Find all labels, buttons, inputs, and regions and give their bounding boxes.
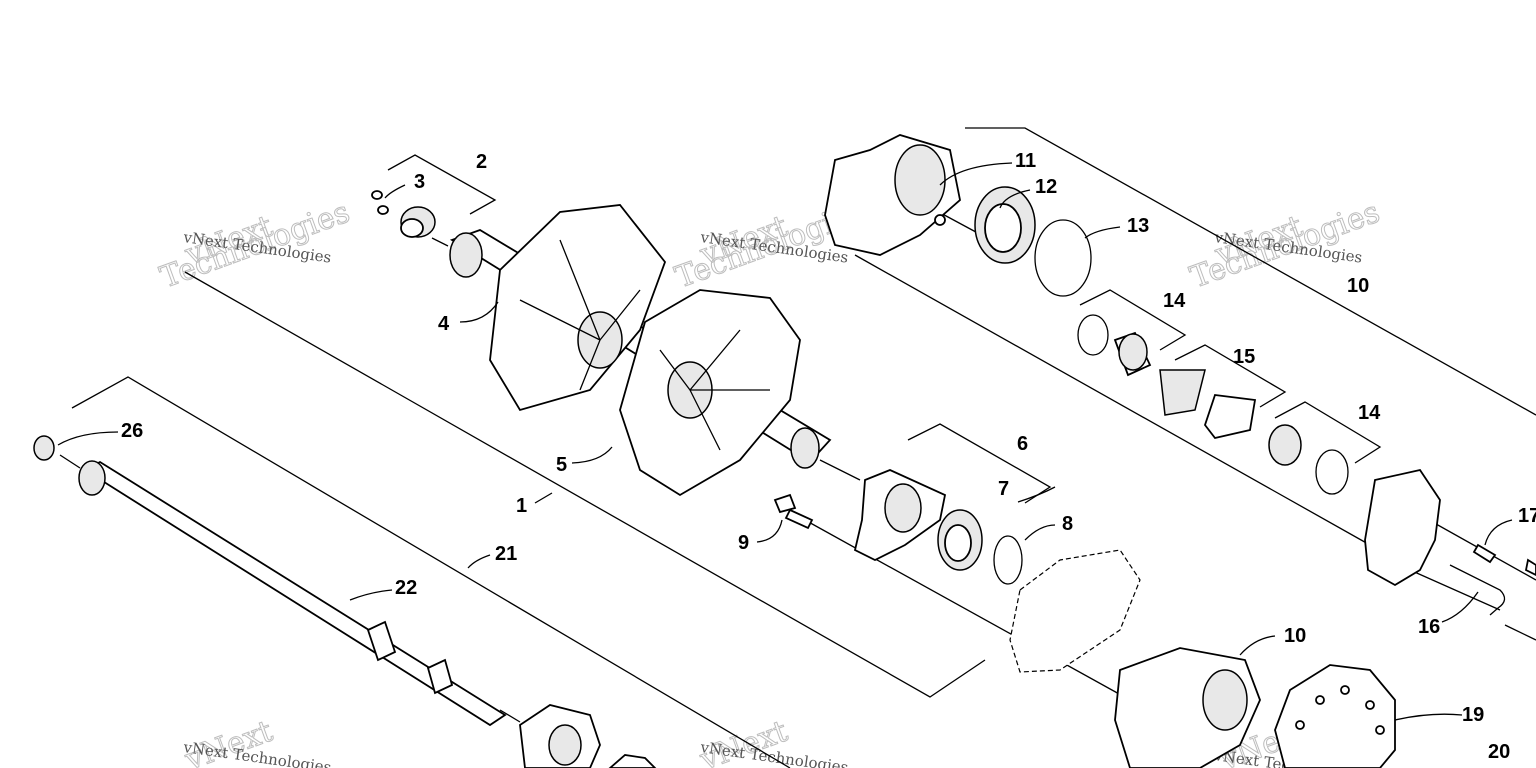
callout-7: 7 <box>998 478 1009 500</box>
callout-10-top: 10 <box>1347 275 1369 297</box>
part-8-ring <box>993 535 1023 585</box>
part-14-spacer-a <box>1077 314 1152 377</box>
callout-3: 3 <box>414 171 425 193</box>
part-15-brake-pads <box>1159 369 1257 440</box>
part-17-bleeder <box>1472 543 1536 577</box>
callout-8: 8 <box>1062 513 1073 535</box>
part-9-bolt <box>773 493 814 530</box>
part-19-brake-disc <box>1274 664 1396 768</box>
callout-9: 9 <box>738 532 749 554</box>
callout-11: 11 <box>1015 150 1036 172</box>
callout-1: 1 <box>516 495 527 517</box>
part-18-bolt <box>1504 624 1536 641</box>
part-5-sprockets <box>489 204 801 497</box>
callout-14-top: 14 <box>1163 290 1186 312</box>
part-13-snap-ring <box>1034 219 1092 297</box>
callout-21: 21 <box>495 543 517 565</box>
part-10-housing-top <box>824 134 961 256</box>
leader-lines <box>57 162 1513 721</box>
callout-20: 20 <box>1488 741 1510 763</box>
part-10-caliper-right <box>1364 468 1441 587</box>
watermark-1: vNext Technologies vNext Technologies <box>155 194 355 296</box>
callout-16: 16 <box>1418 616 1440 638</box>
part-7-seal <box>937 509 983 571</box>
part-22-axle-shaft <box>78 460 507 727</box>
callouts: 2 3 4 5 1 11 12 13 10 14 15 14 6 7 8 9 1… <box>121 150 1536 763</box>
callout-15: 15 <box>1233 346 1255 368</box>
callout-17: 17 <box>1518 505 1536 527</box>
callout-4: 4 <box>438 313 450 335</box>
part-16-clip <box>1449 564 1506 616</box>
part-3-pins <box>371 190 389 215</box>
callout-22: 22 <box>395 577 417 599</box>
callout-13: 13 <box>1127 215 1149 237</box>
part-14-spacer-b <box>1268 424 1349 495</box>
bracket-lines <box>71 127 1536 768</box>
part-12-bearing <box>974 186 1036 264</box>
callout-5: 5 <box>556 454 567 476</box>
part-6-flange-plate <box>853 469 947 562</box>
callout-12: 12 <box>1035 176 1057 198</box>
callout-14-lower: 14 <box>1358 402 1381 424</box>
part-21-housing-partial <box>519 704 657 768</box>
gasket-outline <box>1009 549 1141 673</box>
callout-19: 19 <box>1462 704 1484 726</box>
part-26-plug <box>33 435 55 461</box>
part-10-housing-lower <box>1114 647 1261 768</box>
part-2-cap <box>400 206 436 238</box>
callout-6: 6 <box>1017 433 1028 455</box>
watermark-4: vNext vNext Technologies <box>179 713 332 768</box>
callout-26: 26 <box>121 420 143 442</box>
watermark-5: vNext vNext Technologies <box>694 713 849 768</box>
callout-10-lower: 10 <box>1284 625 1306 647</box>
callout-2: 2 <box>476 151 487 173</box>
